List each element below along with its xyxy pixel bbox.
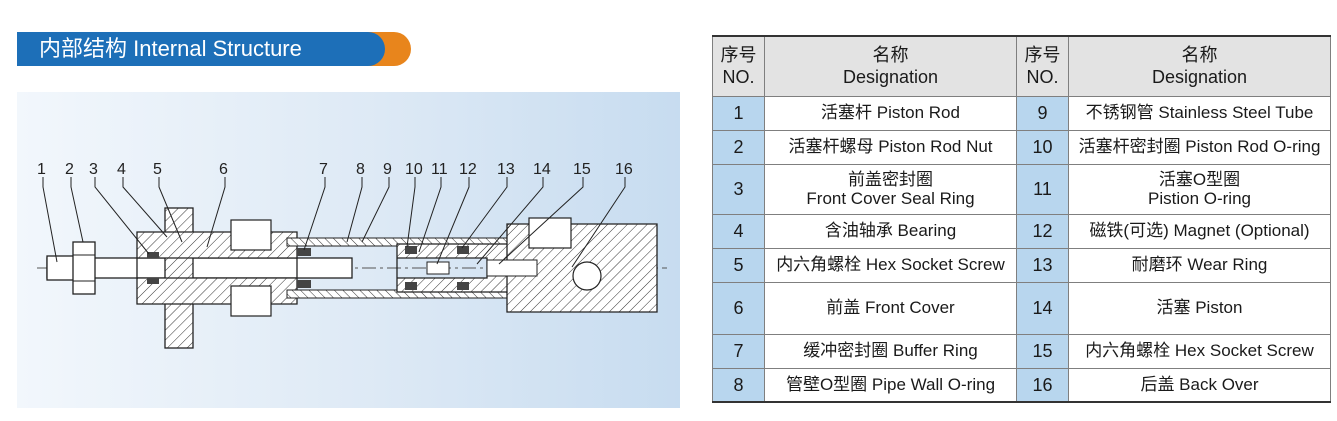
- callout-5: 5: [153, 161, 162, 178]
- callout-11: 11: [431, 161, 448, 178]
- callout-10: 10: [405, 161, 423, 178]
- callout-16: 16: [615, 161, 633, 178]
- callout-13: 13: [497, 161, 515, 178]
- callout-9: 9: [383, 161, 392, 178]
- table-row: 4 含油轴承 Bearing 12 磁铁(可选) Magnet (Optiona…: [712, 213, 1331, 249]
- callout-6: 6: [219, 161, 228, 178]
- callout-8: 8: [356, 161, 365, 178]
- table-row: 2 活塞杆螺母 Piston Rod Nut 10 活塞杆密封圈 Piston …: [712, 129, 1331, 165]
- section-title-bar: 内部结构 Internal Structure: [17, 32, 412, 66]
- rod-nut-shape: [72, 241, 96, 295]
- table-row: 5 内六角螺栓 Hex Socket Screw 13 耐磨环 Wear Rin…: [712, 247, 1331, 283]
- callout-7: 7: [319, 161, 328, 178]
- cylinder-drawing-panel: 1 2 3 4 5 6 7 8 9 10 11 12 13 14 15 16: [17, 92, 680, 408]
- section-title: 内部结构 Internal Structure: [17, 32, 385, 66]
- callout-12: 12: [459, 161, 477, 178]
- cylinder-cross-section: 1 2 3 4 5 6 7 8 9 10 11 12 13 14 15 16: [37, 161, 667, 349]
- callout-4: 4: [117, 161, 126, 178]
- table-row: 8 管壁O型圈 Pipe Wall O-ring 16 后盖 Back Over: [712, 367, 1331, 403]
- table-row: 7 缓冲密封圈 Buffer Ring 15 内六角螺栓 Hex Socket …: [712, 333, 1331, 369]
- callout-3: 3: [89, 161, 98, 178]
- table-row: 6 前盖 Front Cover 14 活塞 Piston: [712, 281, 1331, 335]
- callout-1: 1: [37, 161, 46, 178]
- callout-2: 2: [65, 161, 74, 178]
- callout-14: 14: [533, 161, 551, 178]
- table-row: 1 活塞杆 Piston Rod 9 不锈钢管 Stainless Steel …: [712, 95, 1331, 131]
- callout-15: 15: [573, 161, 591, 178]
